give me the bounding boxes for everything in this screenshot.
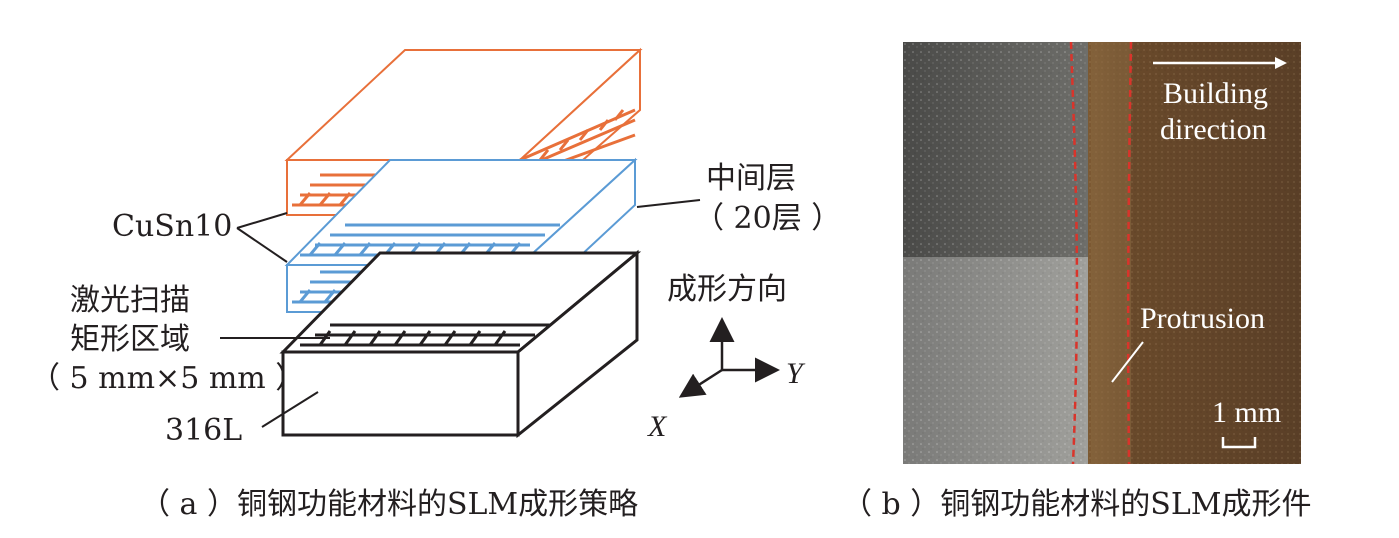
label-middle-layer-count: （ 20层 ） [694, 201, 842, 236]
protrusion-leader [1111, 341, 1144, 383]
axis-label-x: X [648, 410, 667, 443]
label-building: Building [1163, 77, 1269, 110]
layer-diagram [220, 47, 780, 439]
label-rect-area: 矩形区域 [70, 322, 190, 357]
label-316l: 316L [165, 413, 243, 448]
caption-b: （ b ）铜钢功能材料的SLM成形件 [842, 487, 1312, 522]
label-protrusion: Protrusion [1140, 302, 1266, 335]
label-area-size: （ 5 mm×5 mm ） [30, 361, 306, 396]
label-laser-scan: 激光扫描 [70, 283, 190, 318]
leader-lines [220, 199, 701, 428]
interface-band [1091, 42, 1131, 464]
axis-label-y: Y [786, 357, 803, 390]
axes [678, 317, 780, 398]
micrograph [903, 42, 1301, 464]
316l-block [279, 249, 642, 439]
label-direction: direction [1160, 113, 1267, 146]
scale-bar [1221, 437, 1257, 449]
label-scale: 1 mm [1212, 396, 1282, 429]
interface-line-right [1126, 42, 1133, 464]
316l-scan-pattern [300, 323, 550, 347]
interface-line-left [1069, 42, 1079, 464]
caption-a: （ a ）铜钢功能材料的SLM成形策略 [140, 487, 639, 522]
label-middle-layer: 中间层 [706, 161, 796, 196]
label-cusn10: CuSn10 [112, 209, 233, 244]
label-build-direction: 成形方向 [667, 272, 787, 307]
